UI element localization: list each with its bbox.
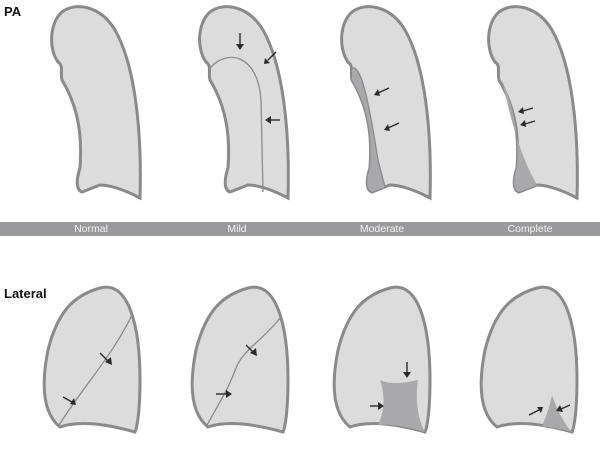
arrow-icon — [264, 51, 277, 64]
arrow-icon — [245, 344, 257, 356]
arrow-icon — [556, 404, 571, 412]
arrow-icon — [528, 407, 543, 416]
stage-label-mild: Mild — [227, 223, 247, 235]
lateral-complete-lung — [479, 285, 579, 434]
arrow-icon — [403, 362, 411, 378]
arrow-icon — [384, 122, 400, 131]
arrow-icon — [518, 107, 534, 114]
arrow-icon — [265, 116, 280, 124]
stage-label-moderate: Moderate — [359, 223, 405, 235]
arrow-icon — [99, 352, 112, 365]
pa-view-label: PA — [4, 4, 22, 19]
arrow-icon — [216, 390, 232, 398]
lateral-moderate-lung — [332, 285, 432, 434]
stage-label-normal: Normal — [74, 223, 108, 235]
stage-band — [0, 222, 600, 236]
pa-complete-lung — [487, 5, 579, 200]
arrow-icon — [374, 87, 390, 96]
lateral-view-label: Lateral — [4, 286, 47, 301]
lateral-normal-lung — [42, 285, 142, 434]
arrow-icon — [62, 396, 76, 405]
arrow-icon — [520, 120, 536, 127]
lateral-mild-lung — [190, 285, 290, 434]
arrow-icon — [370, 402, 384, 410]
pa-mild-lung — [198, 5, 290, 200]
pa-moderate-lung — [340, 5, 432, 200]
pa-normal-lung — [50, 5, 142, 200]
stage-label-complete: Complete — [507, 223, 553, 235]
arrow-icon — [236, 33, 244, 50]
